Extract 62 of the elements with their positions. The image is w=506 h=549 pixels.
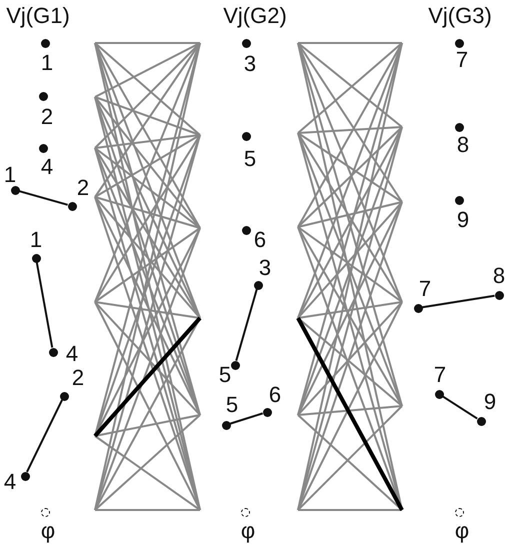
vertex-label: 5 <box>226 394 238 416</box>
vertex-dot <box>60 392 68 400</box>
vertex-dot <box>242 226 250 234</box>
vertex-dot <box>38 92 48 100</box>
vertex-label: 8 <box>492 265 506 287</box>
vertex-label: 7 <box>456 49 468 71</box>
vertex-label: 9 <box>484 391 496 413</box>
dashed-circle <box>454 508 464 516</box>
vertex-label: 5 <box>218 364 232 386</box>
vertex-label: 6 <box>254 229 266 251</box>
edge-line <box>19 190 68 206</box>
vertex-label: 1 <box>40 52 54 74</box>
column-heading: Vj(G1) <box>6 5 70 27</box>
vertex-dot <box>48 348 58 356</box>
edge-line <box>422 294 495 308</box>
vertex-label: 3 <box>258 257 272 279</box>
vertex-label: 1 <box>30 229 42 251</box>
vertex-dot <box>230 360 240 370</box>
vertex-label: 2 <box>40 106 54 128</box>
vertex-dot <box>10 186 20 194</box>
vertex-label: 7 <box>434 364 446 386</box>
vertex-dot <box>454 38 464 48</box>
vertex-dot <box>262 408 272 416</box>
vertex-dot <box>476 416 486 426</box>
dashed-circle <box>40 508 50 516</box>
vertex-dot <box>254 280 262 290</box>
edge-line <box>442 396 478 420</box>
vertex-label: φ <box>454 520 470 542</box>
vertex-dot <box>414 304 422 312</box>
vertex-label: 4 <box>4 471 16 493</box>
vertex-label: 3 <box>244 53 256 75</box>
vertex-dot <box>434 390 444 398</box>
vertex-label: 4 <box>40 156 54 178</box>
column-heading: Vj(G3) <box>428 5 492 27</box>
vertex-dot <box>242 132 250 140</box>
vertex-dot <box>40 38 50 48</box>
vertex-dot <box>454 196 464 204</box>
vertex-label: 6 <box>268 384 282 406</box>
vertex-label: 8 <box>456 134 470 156</box>
edge-line <box>26 400 63 472</box>
vertex-label: 2 <box>76 177 90 199</box>
vertex-dot <box>20 472 30 480</box>
edge-line <box>230 412 264 425</box>
vertex-label: 5 <box>244 148 256 170</box>
column-heading: Vj(G2) <box>223 5 287 27</box>
vertex-dot <box>242 38 250 48</box>
vertex-label: 4 <box>66 343 78 365</box>
vertex-dot <box>68 202 76 210</box>
edge-line <box>36 262 54 348</box>
edge-line <box>235 289 258 361</box>
vertex-label: φ <box>240 520 256 542</box>
vertex-label: 2 <box>72 367 84 389</box>
vertex-dot <box>494 290 504 300</box>
vertex-label: 1 <box>4 164 16 186</box>
vertex-label: 7 <box>418 278 432 300</box>
vertex-dot <box>222 420 230 430</box>
vertex-dot <box>38 144 48 152</box>
vertex-dot <box>454 122 464 132</box>
dashed-circle <box>240 508 250 516</box>
vertex-label: 9 <box>456 209 470 231</box>
vertex-label: φ <box>40 520 56 542</box>
vertex-dot <box>32 254 40 262</box>
